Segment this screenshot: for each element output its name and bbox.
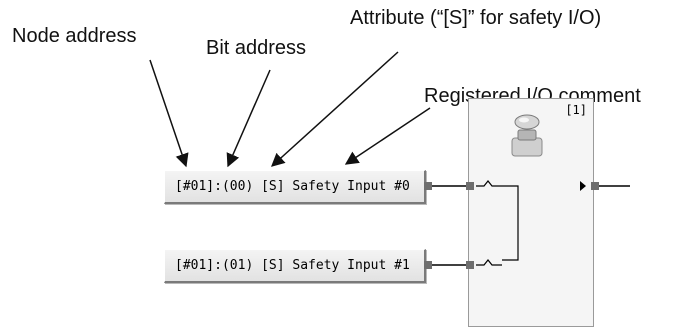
input-contact-1 [476,180,502,187]
io-tag-safety-input-0[interactable]: [#01]:(00) [S] Safety Input #0 [164,170,426,204]
tag0-output-terminal [424,182,432,190]
node-address-label: Node address [12,25,137,47]
tag1-output-terminal [424,261,432,269]
block-number: [1] [565,103,587,117]
output-arrow-icon [580,181,586,191]
attribute-arrow [270,51,399,167]
attribute-label: Attribute (“[S]” for safety I/O) [350,7,602,29]
io-tag-safety-input-1[interactable]: [#01]:(01) [S] Safety Input #1 [164,249,426,283]
internal-link [502,185,519,261]
block-input-terminal-1 [466,182,474,190]
node-address-arrow [149,59,189,168]
bit-address-label: Bit address [206,37,307,59]
input-contact-2 [476,259,502,266]
bit-address-arrow [226,69,271,168]
safety-emergency-stop-icon [511,114,543,157]
registered-comment-arrow [344,107,431,165]
block-input-terminal-2 [466,261,474,269]
block-output-terminal [591,182,599,190]
